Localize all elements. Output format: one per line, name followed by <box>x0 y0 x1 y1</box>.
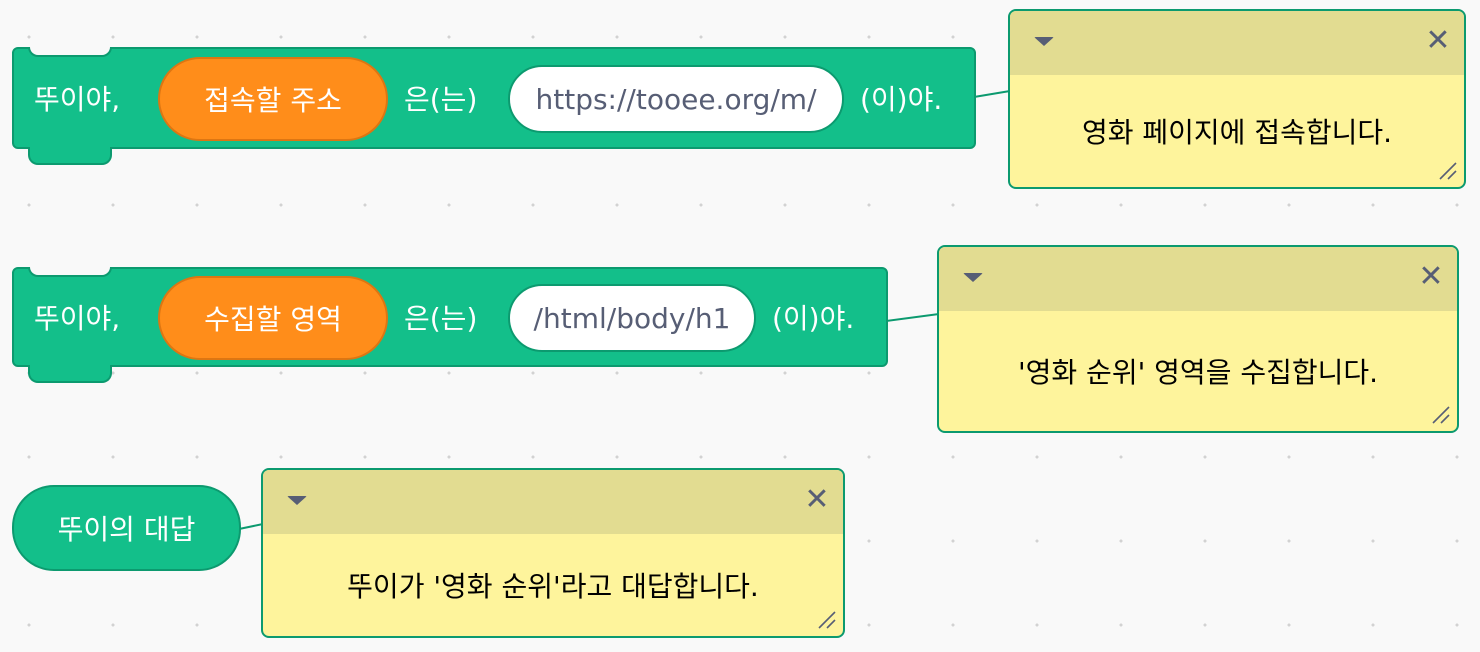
comment-text[interactable]: '영화 순위' 영역을 수집합니다. <box>1017 356 1379 389</box>
reporter-block-answer[interactable]: 뚜이의 대답 <box>12 485 241 571</box>
param-area-label[interactable]: 수집할 영역 <box>158 276 388 360</box>
comment-header[interactable] <box>263 470 843 534</box>
block-comment-open-url[interactable]: ✕ 영화 페이지에 접속합니다. <box>1008 9 1466 189</box>
resize-grip-icon[interactable] <box>1436 159 1458 181</box>
comment-text[interactable]: 영화 페이지에 접속합니다. <box>1081 116 1393 149</box>
comment-header[interactable] <box>1010 11 1464 75</box>
close-icon[interactable]: ✕ <box>804 482 830 517</box>
param-url-label[interactable]: 접속할 주소 <box>158 57 388 141</box>
block-comment-answer[interactable]: ✕ 뚜이가 '영화 순위'라고 대답합니다. <box>261 468 845 638</box>
caret-down-icon[interactable] <box>963 273 983 282</box>
block-middle-text: 은(는) <box>404 83 478 116</box>
block-suffix: (이)야. <box>772 302 855 335</box>
xpath-input[interactable]: /html/body/h1 <box>508 284 756 352</box>
close-icon[interactable]: ✕ <box>1418 259 1444 294</box>
command-block-select-area[interactable]: 뚜이야, 수집할 영역 은(는) /html/body/h1 (이)야. <box>12 267 888 383</box>
block-prefix: 뚜이야, <box>34 83 121 116</box>
resize-grip-icon[interactable] <box>815 608 837 630</box>
block-prefix: 뚜이야, <box>34 302 121 335</box>
caret-down-icon[interactable] <box>1034 37 1054 46</box>
close-icon[interactable]: ✕ <box>1425 23 1451 58</box>
url-input[interactable]: https://tooee.org/m/ <box>508 65 844 133</box>
caret-down-icon[interactable] <box>287 496 307 505</box>
comment-text[interactable]: 뚜이가 '영화 순위'라고 대답합니다. <box>347 570 759 603</box>
comment-header[interactable] <box>939 247 1457 311</box>
block-comment-select-area[interactable]: ✕ '영화 순위' 영역을 수집합니다. <box>937 245 1459 433</box>
resize-grip-icon[interactable] <box>1429 403 1451 425</box>
block-suffix: (이)야. <box>860 83 943 116</box>
command-block-open-url[interactable]: 뚜이야, 접속할 주소 은(는) https://tooee.org/m/ (이… <box>12 47 976 165</box>
block-middle-text: 은(는) <box>404 302 478 335</box>
